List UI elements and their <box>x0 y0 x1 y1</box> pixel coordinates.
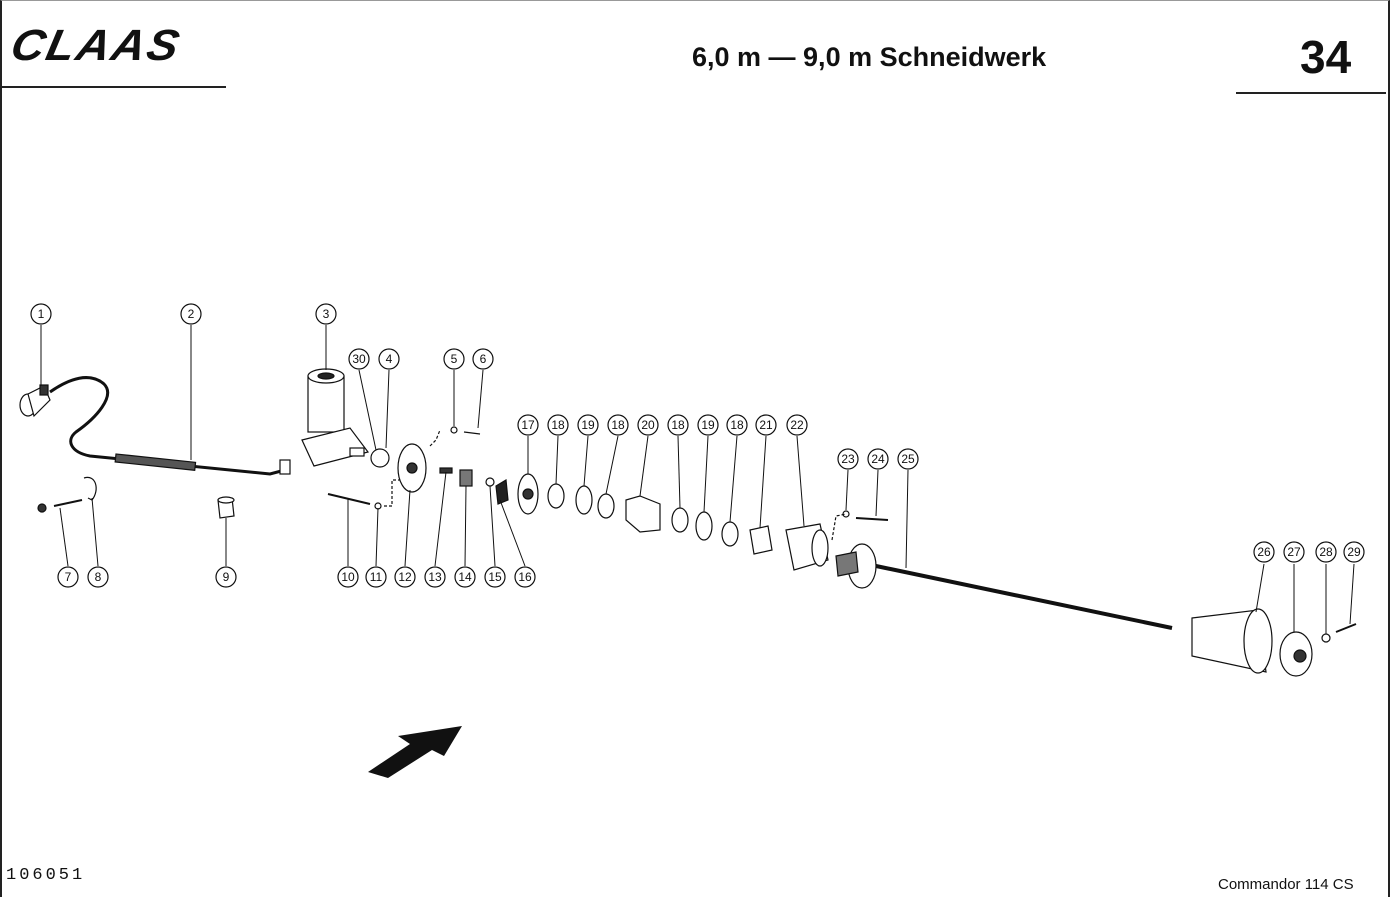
svg-text:17: 17 <box>521 418 535 432</box>
svg-text:25: 25 <box>901 452 915 466</box>
page-number: 34 <box>1300 31 1352 83</box>
page-title: 6,0 m — 9,0 m Schneidwerk <box>692 42 1047 72</box>
document-number: 106051 <box>6 866 86 885</box>
svg-text:7: 7 <box>65 570 72 584</box>
part-cable <box>49 376 286 476</box>
svg-text:18: 18 <box>671 418 685 432</box>
svg-text:23: 23 <box>841 452 855 466</box>
callout-18c: 18 <box>667 414 689 436</box>
callout-19a: 19 <box>577 414 599 436</box>
part-connector-plug <box>19 384 51 418</box>
callout-22: 22 <box>786 414 808 436</box>
callout-27: 27 <box>1283 541 1305 563</box>
svg-text:10: 10 <box>341 570 355 584</box>
svg-text:16: 16 <box>518 570 532 584</box>
svg-text:27: 27 <box>1287 545 1301 559</box>
callout-18a: 18 <box>547 414 569 436</box>
callout-18b: 18 <box>607 414 629 436</box>
svg-text:18: 18 <box>730 418 744 432</box>
svg-text:26: 26 <box>1257 545 1271 559</box>
callout-10: 10 <box>337 566 359 588</box>
svg-text:19: 19 <box>701 418 715 432</box>
callout-5: 5 <box>443 348 465 370</box>
callout-30: 30 <box>348 348 370 370</box>
svg-text:11: 11 <box>370 570 383 584</box>
svg-text:14: 14 <box>458 570 472 584</box>
callout-26: 26 <box>1253 541 1275 563</box>
svg-text:28: 28 <box>1319 545 1333 559</box>
svg-text:30: 30 <box>352 352 366 366</box>
callout-7: 7 <box>57 566 79 588</box>
svg-text:1: 1 <box>38 307 45 321</box>
callout-6: 6 <box>472 348 494 370</box>
callout-29: 29 <box>1343 541 1365 563</box>
callout-14: 14 <box>454 566 476 588</box>
svg-text:12: 12 <box>398 570 412 584</box>
callout-20: 20 <box>637 414 659 436</box>
callout-3: 3 <box>315 303 337 325</box>
callout-17: 17 <box>517 414 539 436</box>
callout-19b: 19 <box>697 414 719 436</box>
callout-15: 15 <box>484 566 506 588</box>
svg-text:21: 21 <box>759 418 773 432</box>
svg-text:20: 20 <box>641 418 655 432</box>
svg-text:18: 18 <box>551 418 565 432</box>
page-number-underline <box>1236 92 1386 94</box>
svg-text:22: 22 <box>790 418 804 432</box>
svg-text:5: 5 <box>451 352 458 366</box>
direction-arrow <box>368 726 462 778</box>
logo-underline <box>0 86 226 88</box>
callout-8: 8 <box>87 566 109 588</box>
callout-16: 16 <box>514 566 536 588</box>
callout-4: 4 <box>378 348 400 370</box>
svg-text:6: 6 <box>480 352 487 366</box>
callout-9: 9 <box>215 566 237 588</box>
model-name: Commandor 114 CS <box>1218 876 1354 893</box>
callout-21: 21 <box>755 414 777 436</box>
svg-text:18: 18 <box>611 418 625 432</box>
part-solenoid-valve <box>301 368 390 468</box>
callout-1: 1 <box>30 303 52 325</box>
callout-23: 23 <box>837 448 859 470</box>
svg-text:4: 4 <box>386 352 393 366</box>
svg-text:29: 29 <box>1347 545 1361 559</box>
svg-text:19: 19 <box>581 418 595 432</box>
svg-text:24: 24 <box>871 452 885 466</box>
callout-2: 2 <box>180 303 202 325</box>
svg-text:8: 8 <box>95 570 102 584</box>
svg-text:2: 2 <box>188 307 195 321</box>
svg-text:9: 9 <box>223 570 230 584</box>
svg-text:15: 15 <box>488 570 502 584</box>
svg-text:13: 13 <box>428 570 442 584</box>
callout-12: 12 <box>394 566 416 588</box>
callout-11: 11 <box>365 566 387 588</box>
svg-text:3: 3 <box>323 307 330 321</box>
callout-13: 13 <box>424 566 446 588</box>
callout-24: 24 <box>867 448 889 470</box>
callout-25: 25 <box>897 448 919 470</box>
callout-28: 28 <box>1315 541 1337 563</box>
callout-18d: 18 <box>726 414 748 436</box>
